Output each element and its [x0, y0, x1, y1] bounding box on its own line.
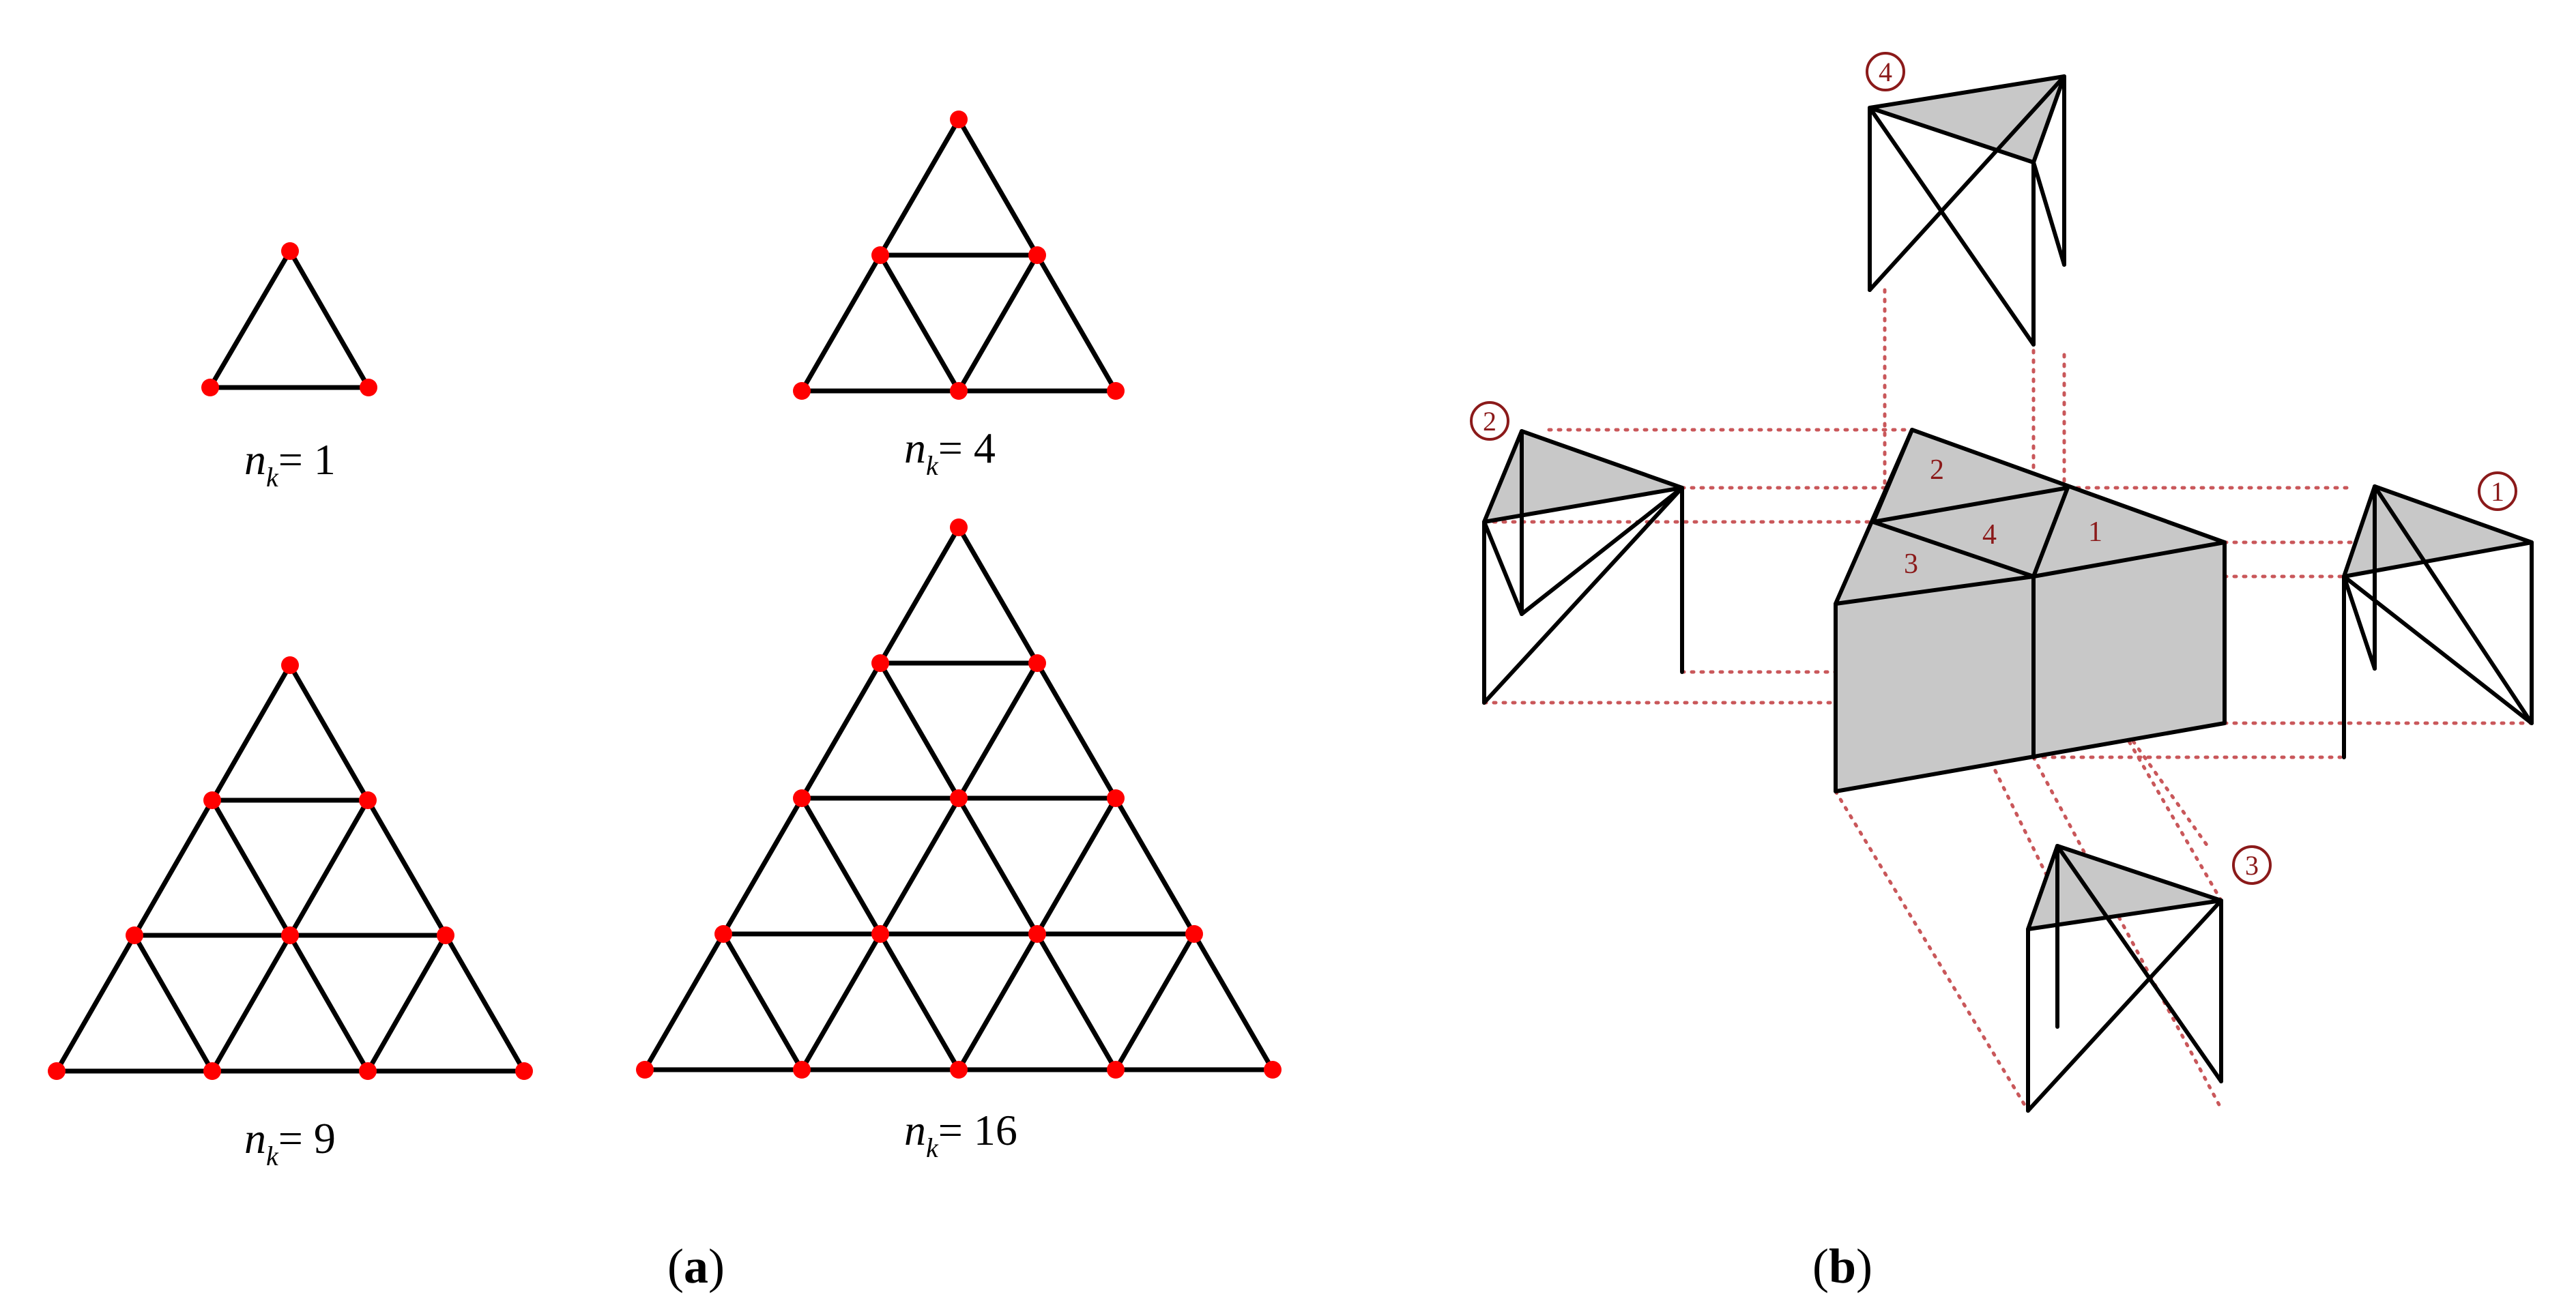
mesh-node — [360, 379, 377, 396]
view-marker-3: 3 — [2232, 845, 2272, 885]
tetra-view-3 — [2026, 844, 2223, 1113]
view-marker-4: 4 — [1866, 52, 1905, 91]
svg-text:4: 4 — [1879, 57, 1892, 87]
tetra-view-4 — [1868, 74, 2066, 347]
svg-text:1: 1 — [2491, 476, 2504, 507]
mesh-node — [201, 379, 219, 396]
tetra-view-2 — [1482, 429, 1684, 705]
panel-b-label: (b) — [1812, 1239, 1872, 1293]
caption-nk-9: nk= 9 — [244, 1114, 336, 1171]
panel-a-label: (a) — [667, 1239, 725, 1293]
caption-nk-1: nk= 1 — [244, 435, 336, 493]
mesh-node — [281, 242, 299, 260]
face-label-4: 4 — [1982, 519, 1997, 551]
view-marker-2: 2 — [1470, 401, 1509, 441]
caption-nk-16: nk= 16 — [904, 1106, 1017, 1163]
triangular-prism — [1834, 428, 2227, 793]
panel-a: nk= 1 nk= 4 — [48, 111, 1282, 1293]
mesh-nk-9 — [48, 656, 533, 1080]
face-label-1: 1 — [2088, 516, 2102, 548]
mesh-nk-4 — [793, 111, 1125, 400]
caption-nk-4: nk= 4 — [904, 424, 996, 481]
view-marker-1: 1 — [2478, 471, 2517, 511]
svg-text:3: 3 — [2245, 850, 2259, 881]
mesh-nk-16 — [636, 518, 1282, 1079]
svg-text:2: 2 — [1483, 406, 1496, 437]
tetra-view-1 — [2342, 484, 2534, 759]
face-label-3: 3 — [1904, 549, 1918, 580]
panel-b: 2 4 1 3 4 — [1470, 52, 2534, 1293]
face-label-2: 2 — [1930, 454, 1944, 486]
mesh-nk-1 — [201, 242, 377, 396]
